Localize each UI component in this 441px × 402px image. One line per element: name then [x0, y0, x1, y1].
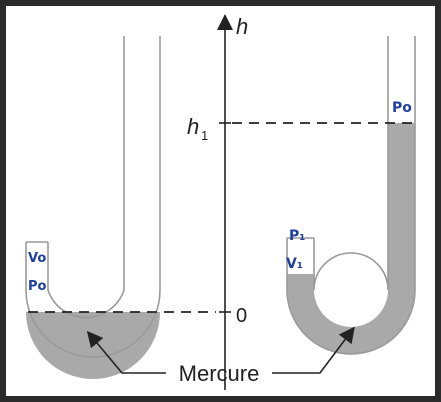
right-pointer-arrow [272, 326, 355, 374]
left-tube-outer-wall [25, 36, 161, 358]
right-u-tube [286, 36, 416, 355]
right-volume-annotation: V₁ [286, 256, 303, 272]
h1-subscript: 1 [201, 128, 208, 143]
h-axis-label: h [236, 14, 248, 39]
handwritten-annotations: Vo Po P₁ V₁ Po [28, 100, 412, 294]
right-open-pressure-annotation: Po [392, 100, 412, 116]
mercury-caption: Mercure [179, 361, 260, 386]
left-volume-annotation: Vo [28, 251, 46, 266]
zero-label: 0 [236, 305, 247, 327]
left-mercury [26, 312, 160, 379]
h1-label: h [187, 114, 199, 139]
right-tube-outer-wall [286, 36, 416, 355]
mercury-caption-group: Mercure [86, 326, 355, 386]
left-u-tube [25, 36, 161, 379]
right-pressure-top-annotation: P₁ [289, 228, 305, 244]
left-tube-inner-wall [47, 36, 125, 319]
h-axis: h h 1 0 [187, 14, 248, 390]
left-pressure-annotation: Po [28, 279, 47, 294]
right-mercury [287, 123, 415, 354]
right-tube-inner-wall [313, 36, 389, 291]
left-pointer-arrow [86, 330, 166, 374]
